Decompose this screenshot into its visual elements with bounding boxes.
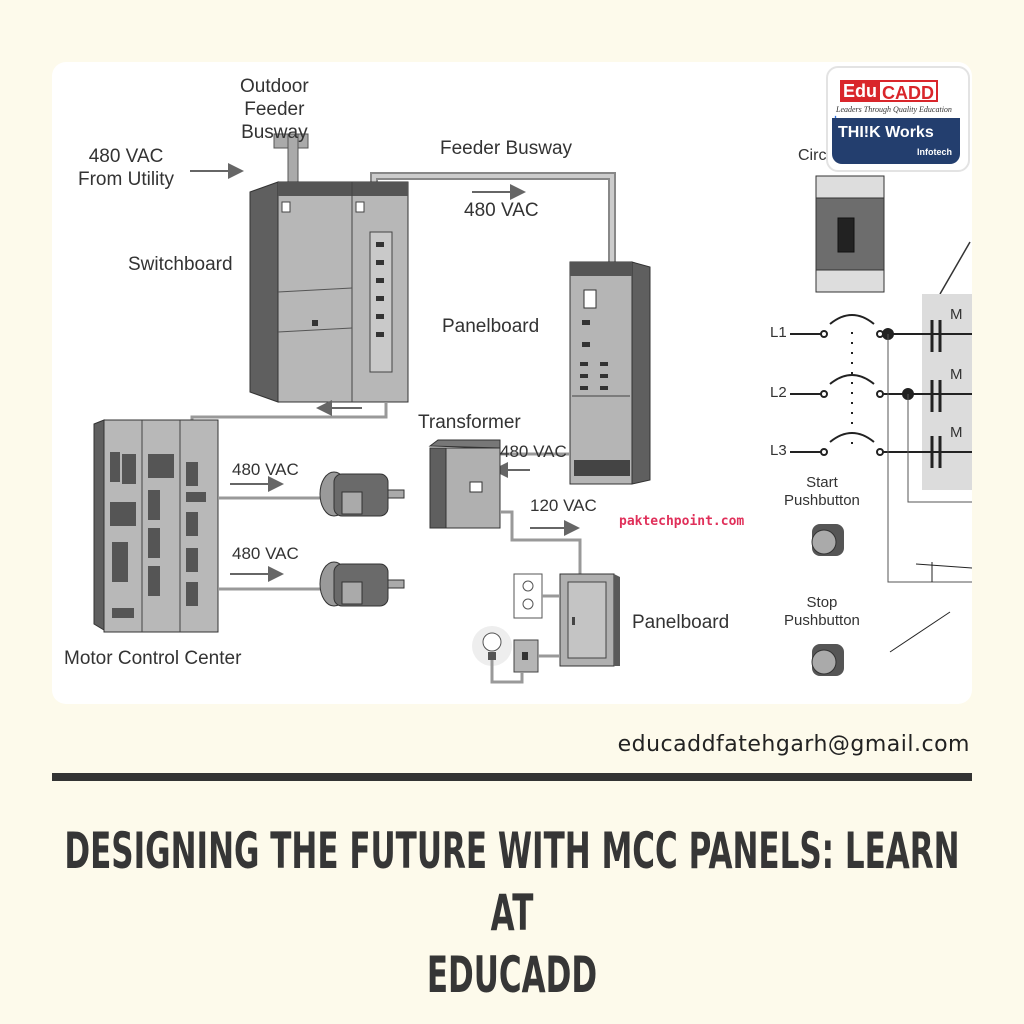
label-l2: L2	[770, 384, 787, 401]
logo-tagline: Leaders Through Quality Education	[836, 105, 952, 114]
label-motor1-voltage: 480 VAC	[232, 460, 299, 479]
label-feeder-busway: Feeder Busway	[440, 138, 573, 159]
motor-1	[319, 471, 405, 517]
three-phase-lines	[790, 314, 972, 653]
logo-think-works: THI!K Works	[838, 124, 934, 141]
label-m1: M	[950, 306, 963, 323]
label-transformer-in: 480 VAC	[500, 442, 567, 461]
label-switchboard: Switchboard	[128, 254, 233, 275]
panelboard-main	[569, 261, 651, 485]
light-switch	[513, 639, 560, 673]
logo-infotech: Infotech	[917, 147, 952, 157]
label-transformer: Transformer	[418, 412, 521, 433]
label-l1: L1	[770, 324, 787, 341]
panelboard-small	[559, 573, 620, 667]
page-title: DESIGNING THE FUTURE WITH MCC PANELS: LE…	[0, 820, 1024, 1006]
think-works-badge: THI!K Works Infotech	[832, 118, 960, 164]
outlet	[513, 573, 560, 619]
title-line-2: EDUCADD	[426, 946, 598, 1004]
mcc-feeder	[190, 402, 388, 434]
stop-pushbutton	[811, 644, 844, 676]
logo-edu: Edu	[840, 80, 880, 102]
label-panelboard-main: Panelboard	[442, 316, 540, 337]
motor-2	[319, 561, 405, 607]
circuit-breaker	[815, 175, 885, 293]
label-transformer-out: 120 VAC	[530, 496, 597, 515]
title-line-1: DESIGNING THE FUTURE WITH MCC PANELS: LE…	[64, 822, 960, 942]
watermark: paktechpoint.com	[619, 514, 745, 529]
label-feeder-voltage: 480 VAC	[464, 200, 539, 221]
label-m3: M	[950, 424, 963, 441]
transformer	[428, 439, 501, 529]
label-m2: M	[950, 366, 963, 383]
contactor-box	[922, 294, 972, 490]
label-motor2-voltage: 480 VAC	[232, 544, 299, 563]
contact-email: educaddfatehgarh@gmail.com	[617, 732, 970, 757]
motor-control-center	[93, 419, 219, 633]
power-distribution-diagram	[93, 133, 972, 684]
start-pushbutton	[811, 524, 844, 556]
switchboard	[249, 181, 409, 403]
label-mcc: Motor Control Center	[64, 648, 242, 669]
logo-cadd: CADD	[880, 80, 938, 103]
light-bulb	[472, 626, 524, 684]
label-panelboard-small: Panelboard	[632, 612, 730, 633]
divider	[52, 773, 972, 781]
educadd-logo: Edu CADD Leaders Through Quality Educati…	[826, 66, 970, 172]
label-circuit-breaker: Circ	[798, 147, 827, 164]
label-l3: L3	[770, 442, 787, 459]
